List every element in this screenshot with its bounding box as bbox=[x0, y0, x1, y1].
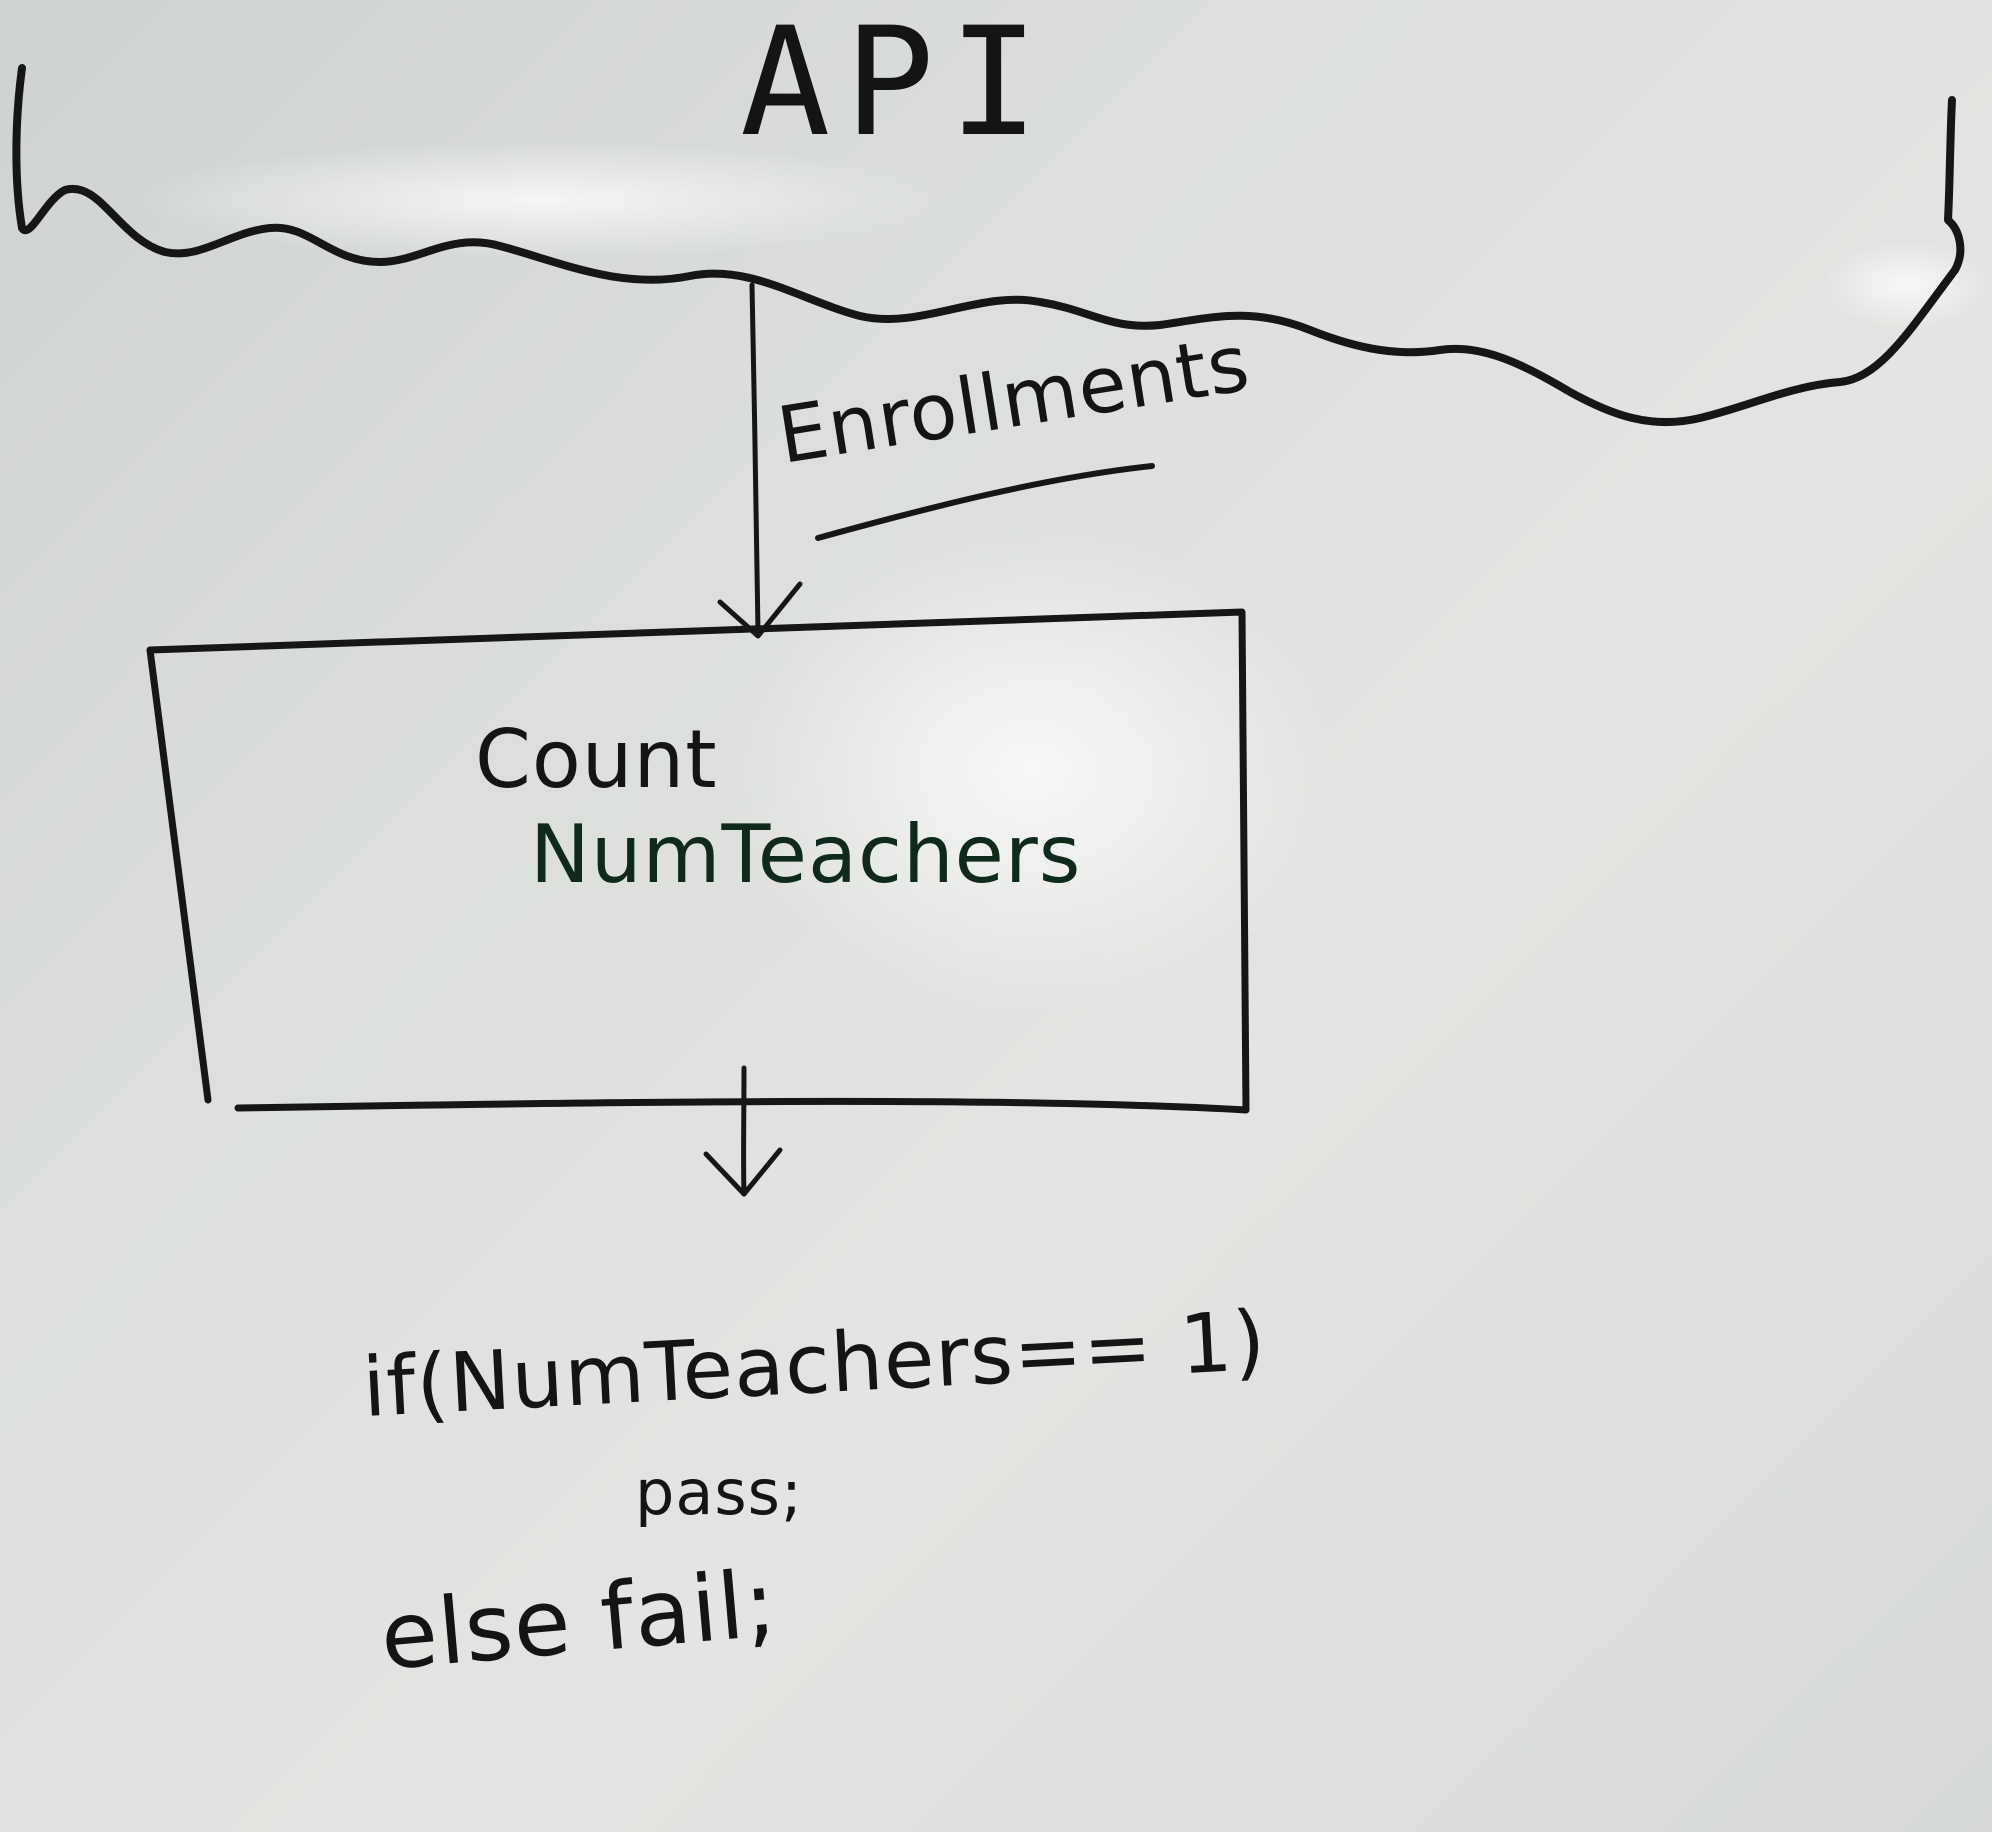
api-boundary-line bbox=[12, 64, 1965, 427]
edge-label-underline bbox=[815, 463, 1155, 541]
process-box-line-1: Count bbox=[475, 713, 718, 806]
process-box-outline bbox=[146, 608, 1250, 1114]
arrow-box-to-output-head bbox=[703, 1147, 783, 1197]
api-label: API bbox=[740, 0, 1053, 170]
code-pass-line: pass; bbox=[635, 1456, 803, 1529]
arrow-api-to-box-shaft bbox=[749, 282, 761, 635]
arrow-api-to-box-head bbox=[717, 581, 803, 639]
process-box-line-2: NumTeachers bbox=[530, 808, 1082, 901]
